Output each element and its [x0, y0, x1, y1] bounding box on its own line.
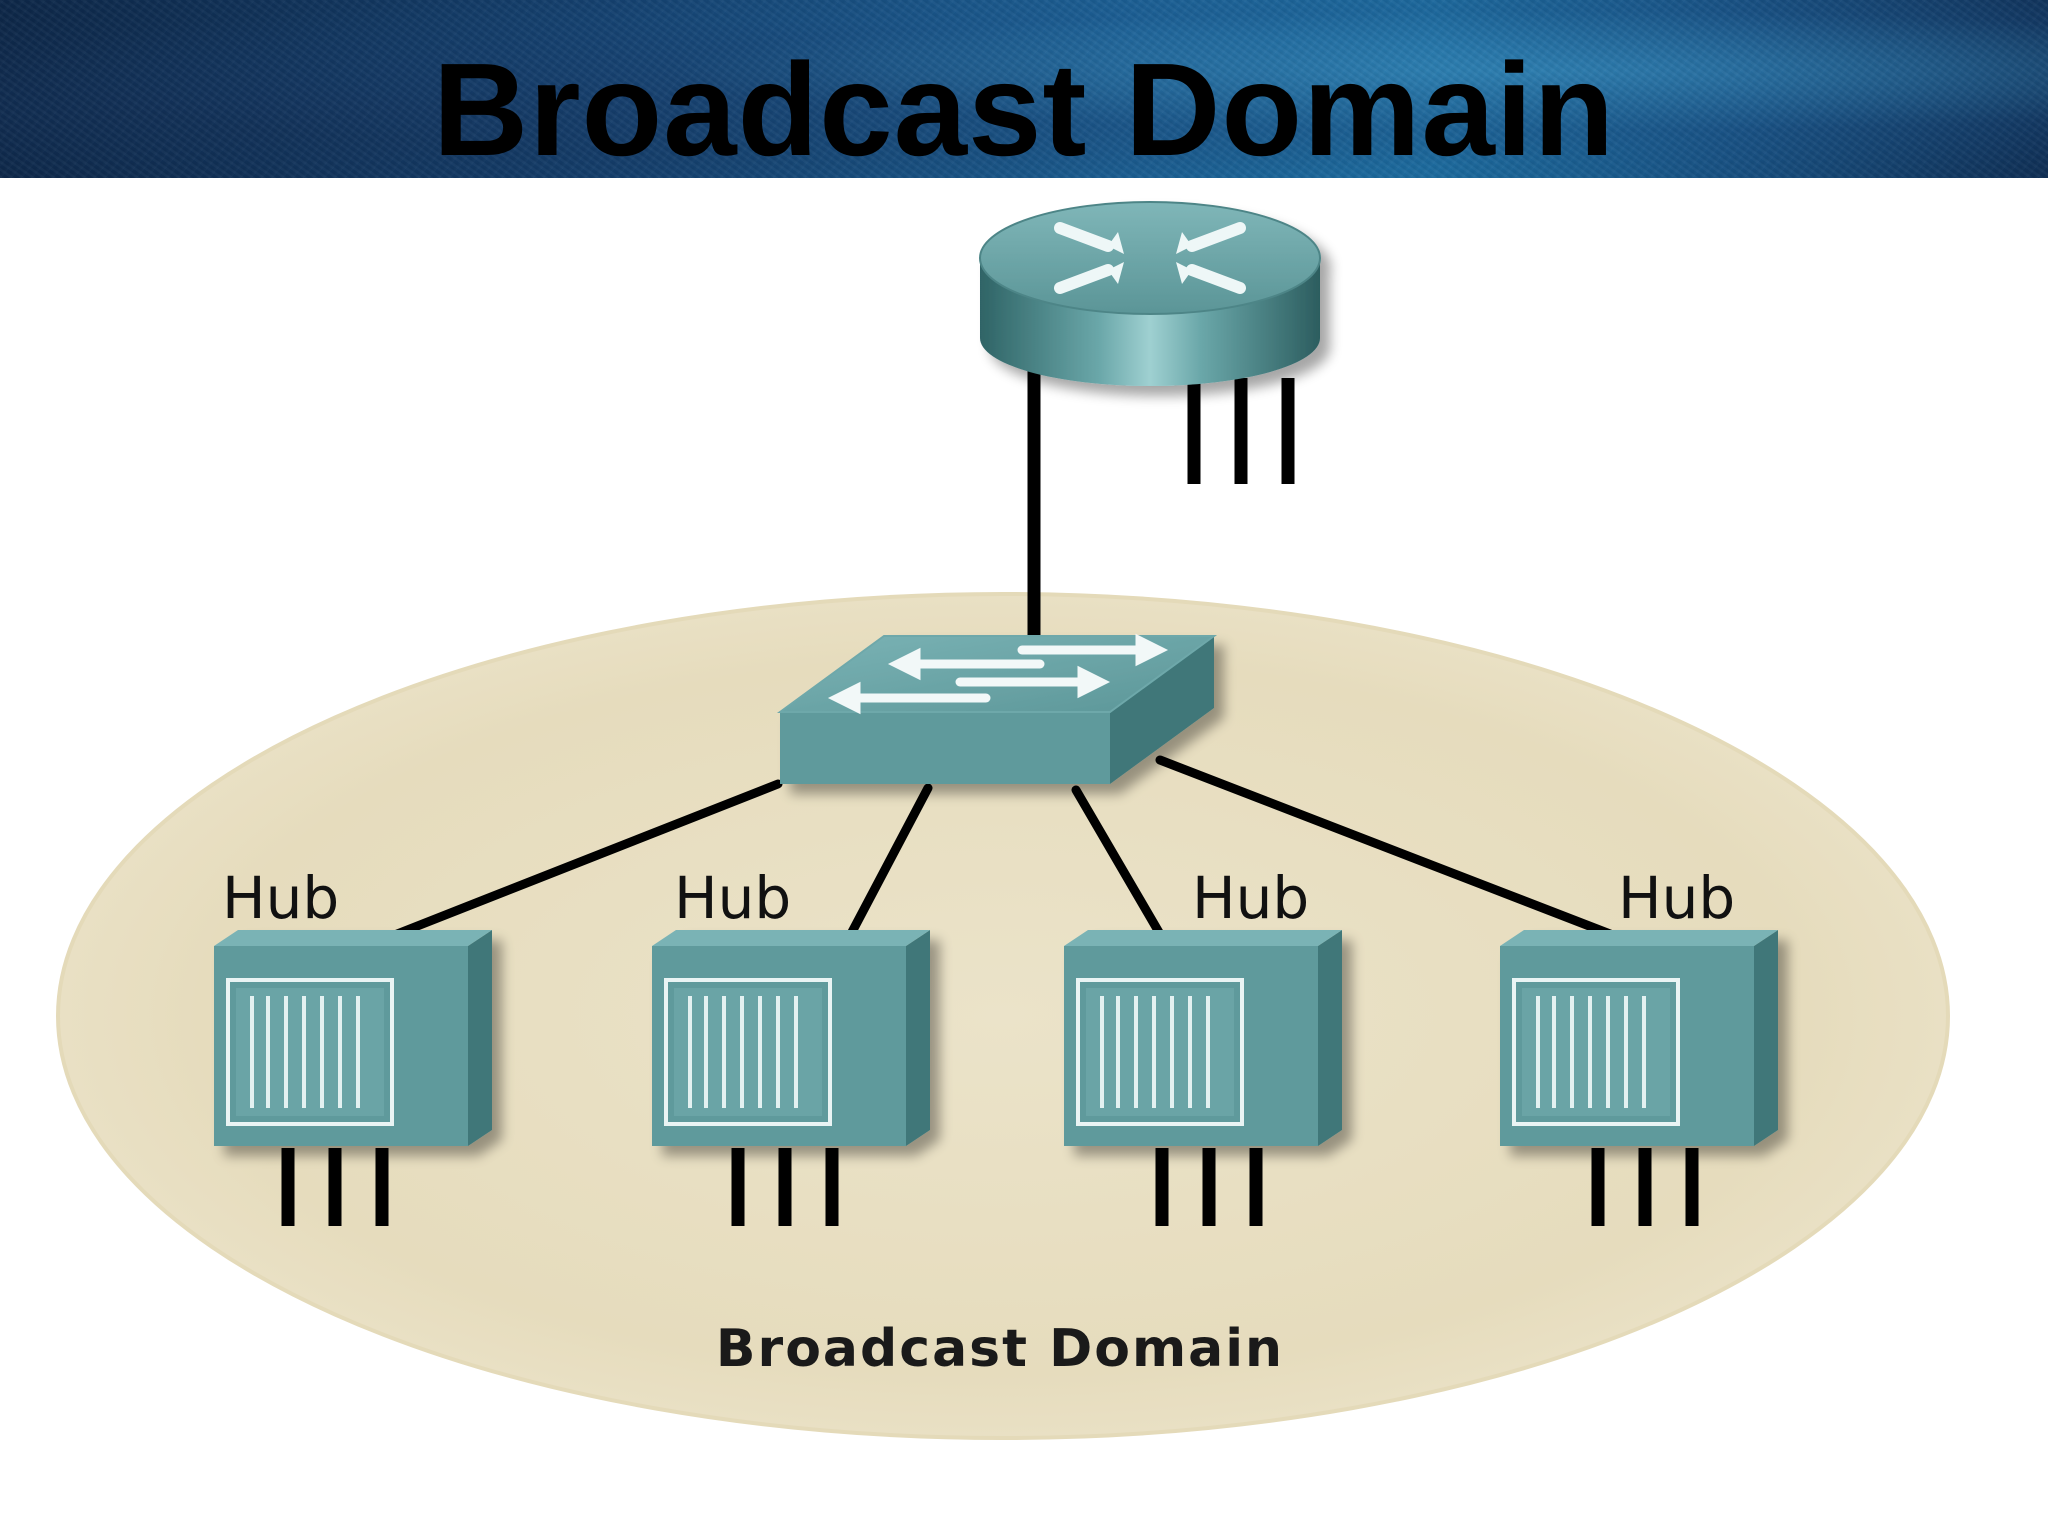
hub-port-stubs [1591, 1148, 1699, 1226]
hub-label: Hub [674, 864, 791, 932]
hub-3: Hub [1064, 864, 1342, 1226]
hub-icon [1500, 930, 1778, 1146]
hub-port-stubs [281, 1148, 389, 1226]
slide-title: Broadcast Domain [432, 36, 1616, 183]
hub-icon [652, 930, 930, 1146]
hub-4: Hub [1500, 864, 1778, 1226]
hub-label: Hub [1192, 864, 1309, 932]
router-port-stubs [1187, 378, 1295, 484]
hub-2: Hub [652, 864, 930, 1226]
hub-icon [214, 930, 492, 1146]
broadcast-domain-label: Broadcast Domain [716, 1319, 1284, 1379]
hub-icon [1064, 930, 1342, 1146]
hub-1: Hub [214, 864, 492, 1226]
hub-port-stubs [1155, 1148, 1263, 1226]
switch-hub-cables [387, 755, 1615, 941]
hub-port-stubs [731, 1148, 839, 1226]
switch-icon [776, 633, 1218, 784]
hub-label: Hub [1618, 864, 1735, 932]
header-band [0, 0, 2048, 178]
hub-label: Hub [222, 864, 339, 932]
broadcast-domain-region [56, 592, 1950, 1440]
router-icon [979, 201, 1321, 386]
